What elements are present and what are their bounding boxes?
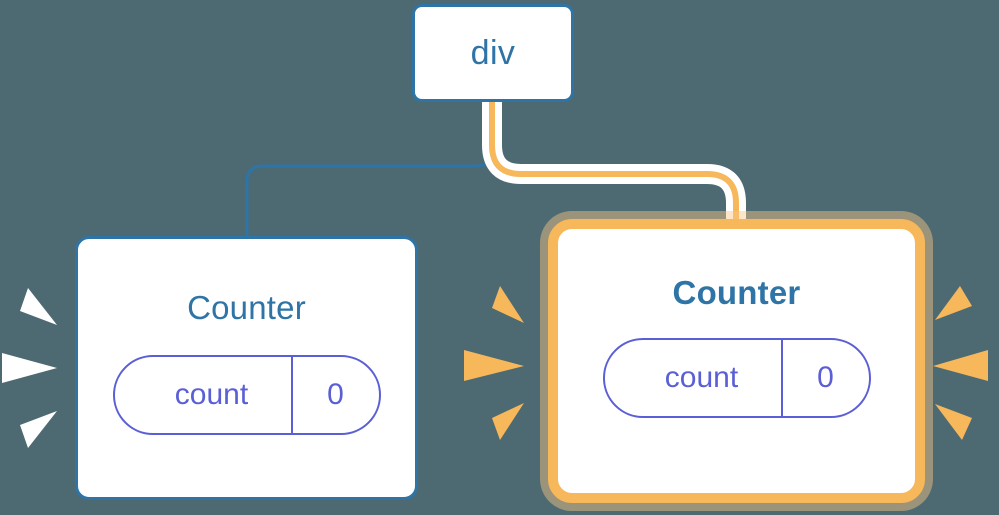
div-node-label: div (470, 33, 516, 72)
counter-node-left-label: Counter (187, 289, 306, 326)
counter-node-right-state-pill: count 0 (602, 338, 871, 418)
counter-node-right-state-value: 0 (780, 340, 869, 416)
edge-div-to-left-counter (245, 100, 494, 238)
counter-node-left-state-pill: count 0 (112, 355, 381, 435)
counter-node-right-state-key: count (664, 361, 739, 394)
edge-div-to-right-counter-halo (482, 102, 746, 232)
counter-node-right[interactable]: Counter count 0 (548, 219, 925, 503)
counter-node-left-state-value: 0 (290, 357, 379, 433)
edge-div-to-right-counter (489, 102, 739, 232)
counter-node-left-state-key: count (174, 378, 249, 411)
counter-node-left[interactable]: Counter count 0 (75, 236, 418, 500)
div-node[interactable]: div (412, 4, 574, 102)
counter-node-right-label: Counter (672, 274, 801, 311)
